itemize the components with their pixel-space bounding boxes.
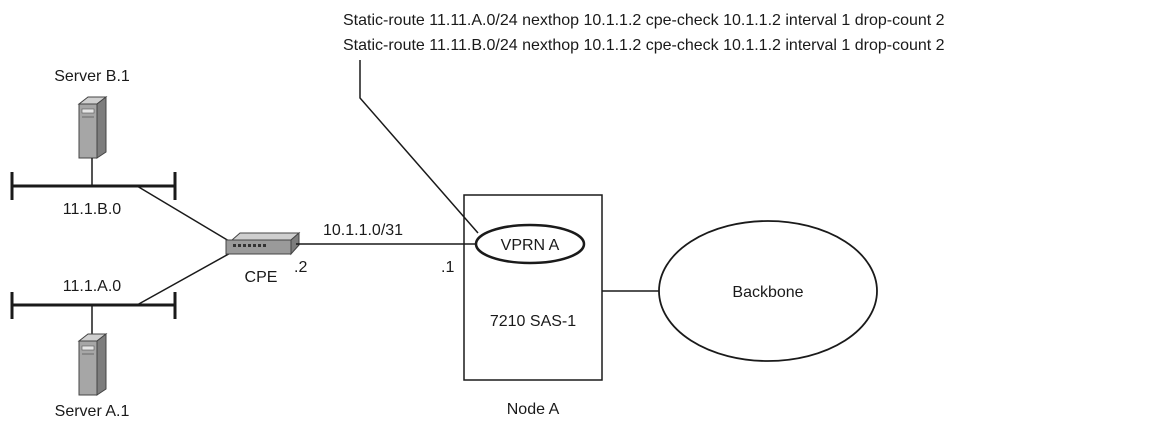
vprn-a-ellipse: [474, 223, 586, 265]
cpe-switch-icon: [225, 231, 301, 256]
link-network-label: 10.1.1.0/31: [323, 222, 403, 239]
node-a-box: [463, 194, 603, 381]
subnet-b-label: 11.1.B.0: [63, 201, 122, 218]
link-segment-a-cpe: [136, 250, 235, 306]
server-a-icon: [77, 332, 108, 396]
server-a-label: Server A.1: [55, 403, 130, 420]
server-b-label: Server B.1: [54, 68, 130, 85]
cpe-interface-label: .2: [294, 259, 307, 276]
cpe-label: CPE: [245, 269, 278, 286]
config-line-2: Static-route 11.11.B.0/24 nexthop 10.1.1…: [343, 37, 945, 54]
node-model-label: 7210 SAS-1: [490, 313, 576, 330]
server-b-icon: [77, 95, 108, 159]
node-interface-label: .1: [441, 259, 454, 276]
backbone-label: Backbone: [732, 284, 803, 301]
segment-a: [10, 292, 177, 319]
config-line-1: Static-route 11.11.A.0/24 nexthop 10.1.1…: [343, 12, 945, 29]
segment-b: [10, 172, 177, 200]
backbone-ellipse: [658, 220, 878, 362]
link-segment-b-cpe: [136, 185, 235, 245]
node-name-label: Node A: [507, 401, 560, 418]
vprn-a-label: VPRN A: [501, 237, 560, 254]
subnet-a-label: 11.1.A.0: [63, 278, 122, 295]
callout-leader: [359, 60, 479, 234]
